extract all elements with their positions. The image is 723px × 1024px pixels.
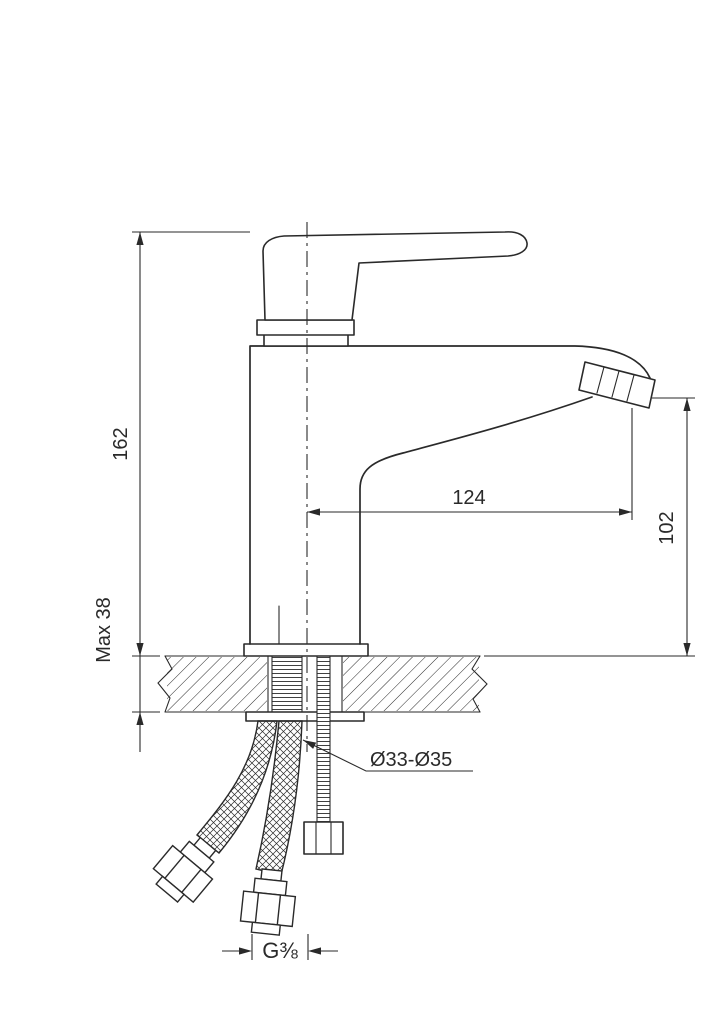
- hole-diameter-label: Ø33-Ø35: [370, 749, 452, 771]
- aerator: [578, 361, 656, 409]
- thread-size-label: G⅜: [262, 938, 298, 963]
- backnut-washer: [245, 711, 365, 722]
- hose-braid-left: [196, 720, 278, 854]
- base-plate: [243, 643, 369, 657]
- body-and-spout: [249, 345, 651, 645]
- stud-nut: [303, 821, 344, 855]
- callout-hole-diameter: Ø33-Ø35: [302, 739, 473, 772]
- callout-thread-size: G⅜: [222, 934, 338, 963]
- deck-hatch-left: [167, 657, 267, 711]
- countertop-section: [157, 655, 488, 713]
- deck-break-left: [157, 655, 173, 713]
- dim-spout-reach: 124: [307, 408, 633, 520]
- mounting-stud: [316, 655, 331, 855]
- dim-total-height-label: 162: [110, 427, 132, 460]
- dim-spout-reach-label: 124: [452, 487, 485, 509]
- dim-max-thickness: Max 38: [93, 597, 160, 725]
- dim-total-height: 162: [110, 231, 250, 752]
- collar-upper: [256, 319, 355, 336]
- hose-fitting-left: [152, 836, 217, 904]
- mounting-hardware: [245, 655, 365, 855]
- hose-fitting-right: [239, 868, 297, 936]
- dim-outlet-height-label: 102: [656, 511, 678, 544]
- deck-hatch-right: [343, 657, 479, 711]
- threaded-shank: [271, 655, 303, 713]
- supply-hose-left: [152, 720, 278, 904]
- faucet-outline: [243, 231, 656, 657]
- dim-outlet-height: 102: [484, 397, 695, 657]
- dim-max-thickness-label: Max 38: [93, 597, 115, 663]
- lever-handle: [262, 231, 528, 321]
- supply-hose-right: [239, 720, 303, 936]
- deck-break-right: [471, 655, 488, 713]
